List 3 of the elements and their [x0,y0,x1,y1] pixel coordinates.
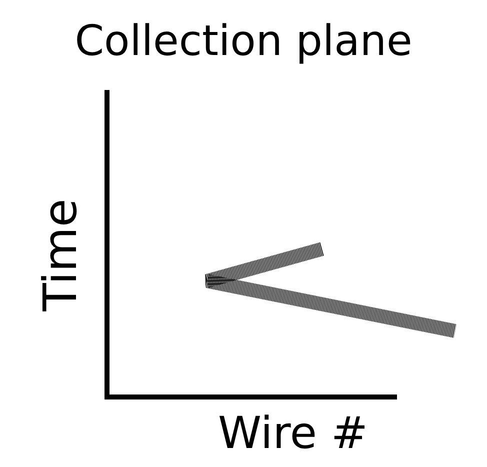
axis-label: Wire # [218,412,368,456]
title: Collection plane [74,20,414,62]
axis-label: Time [37,198,83,312]
